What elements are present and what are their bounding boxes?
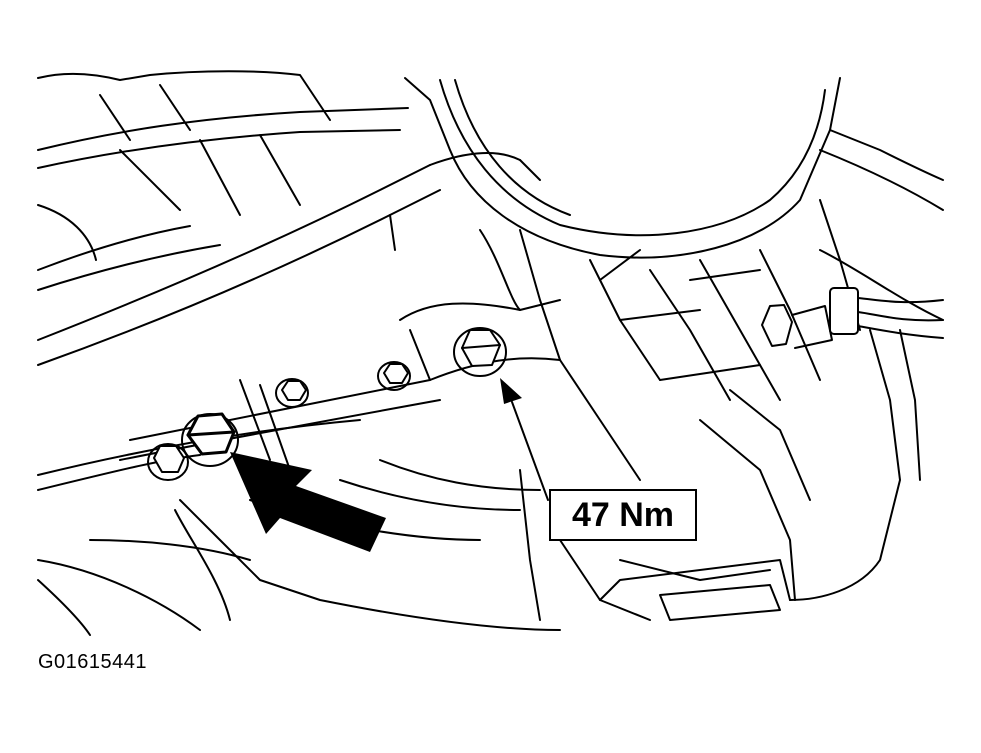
figure-id: G01615441 [38, 651, 148, 673]
pointer-arrow-47nm [500, 378, 549, 501]
sensor-connector [761, 287, 944, 349]
oil-pan [37, 249, 944, 636]
transmission-case [119, 199, 861, 481]
bolt-small-center-left [275, 378, 309, 408]
bolt-small-left [147, 443, 189, 481]
cross-member [37, 152, 521, 366]
bell-housing [404, 77, 944, 259]
upper-housing-contours [37, 70, 409, 291]
bolt-47nm [453, 327, 507, 377]
torque-label: 47 Nm [571, 495, 675, 534]
torque-callout-box: 47 Nm [549, 489, 697, 541]
bolt-small-center [377, 361, 411, 391]
indicator-arrow-bold [230, 452, 386, 552]
bolt-indicated [181, 412, 239, 467]
